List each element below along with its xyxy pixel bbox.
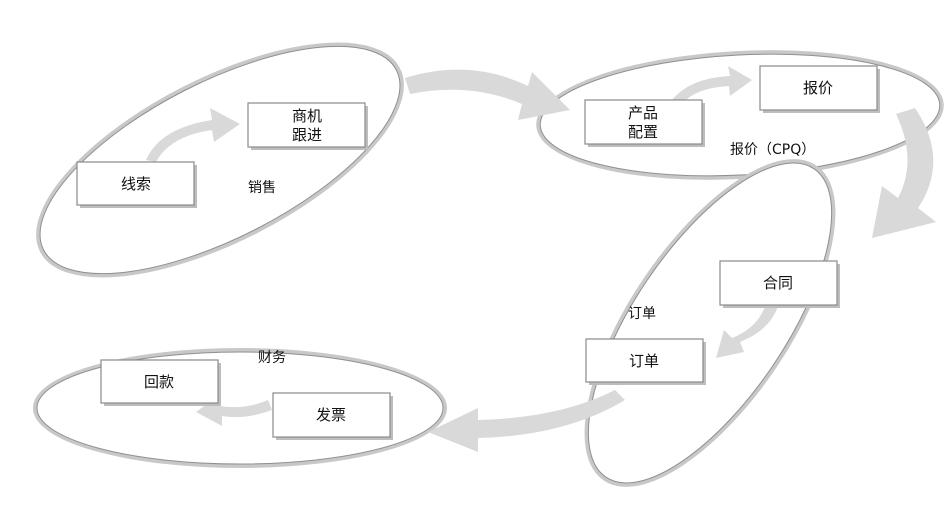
- product-config-box: 产品 配置: [584, 99, 705, 147]
- payment-label: 回款: [144, 373, 174, 391]
- contract-to-order-arrow: [716, 304, 778, 358]
- quote-box: 报价: [759, 65, 880, 113]
- lead-label: 线索: [121, 175, 151, 193]
- product-config-label-line1: 产品: [628, 104, 658, 122]
- contract-label: 合同: [763, 274, 793, 292]
- sales-to-quote-arrow: [405, 69, 570, 120]
- order-group-label: 订单: [628, 306, 656, 322]
- lead-box: 线索: [76, 161, 197, 208]
- opportunity-box: 商机 跟进: [247, 102, 368, 150]
- finance-group-label: 财务: [258, 350, 286, 366]
- order-ellipse: [584, 159, 836, 487]
- lead-to-opportunity-arrow: [146, 108, 240, 162]
- sales-group-label: 销售: [248, 180, 276, 196]
- sales-ellipse: [36, 42, 404, 278]
- quote-to-order-arrow: [872, 108, 936, 238]
- quote-group-label: 报价（CPQ）: [730, 142, 815, 158]
- invoice-box: 发票: [272, 392, 393, 440]
- config-to-quote-arrow: [672, 66, 752, 104]
- payment-box: 回款: [100, 359, 221, 406]
- opportunity-label-line1: 商机: [292, 107, 322, 125]
- contract-box: 合同: [719, 260, 840, 308]
- quote-label: 报价: [803, 79, 833, 97]
- order-box: 订单: [585, 338, 706, 385]
- opportunity-label-line2: 跟进: [292, 126, 322, 144]
- invoice-label: 发票: [316, 406, 346, 424]
- product-config-label-line2: 配置: [628, 123, 658, 141]
- order-label: 订单: [629, 352, 659, 370]
- order-to-finance-arrow: [428, 390, 625, 452]
